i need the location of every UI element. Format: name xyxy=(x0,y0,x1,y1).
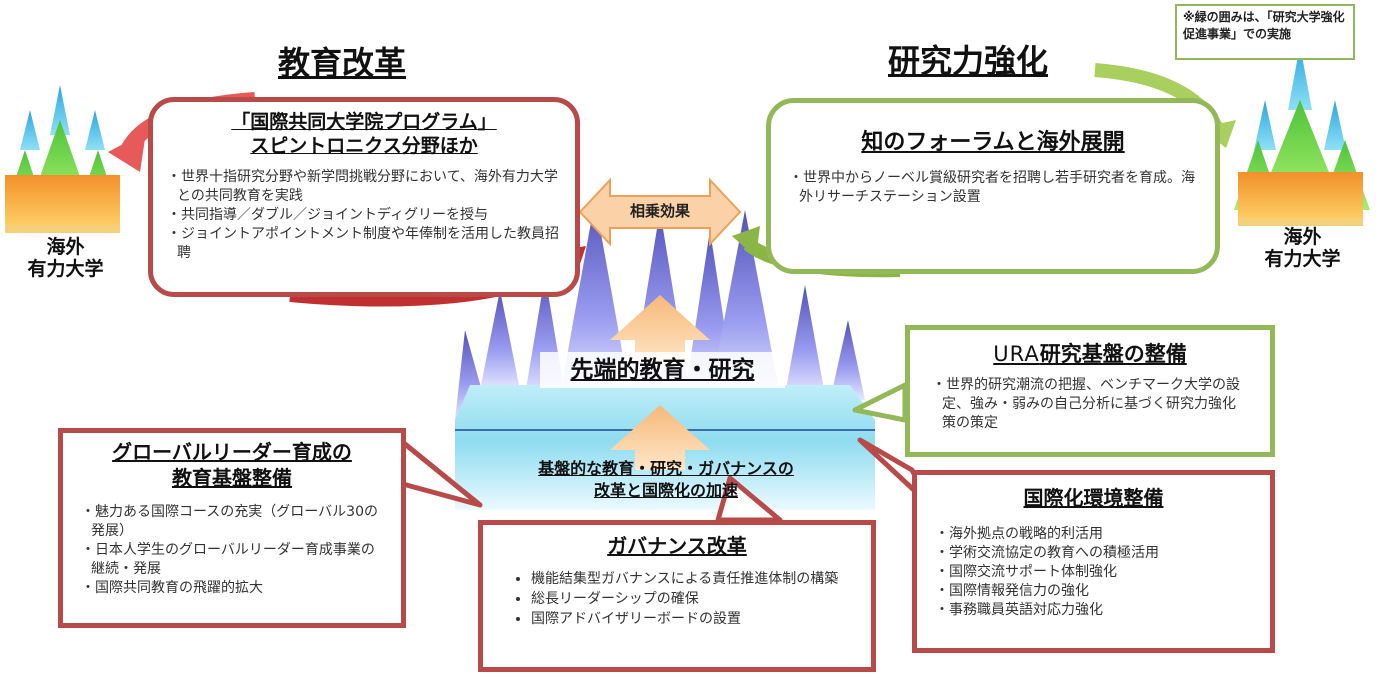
governance-box: ガバナンス改革 機能結集型ガバナンスによる責任推進体制の構築 総長リーダーシップ… xyxy=(478,520,876,672)
global-leader-list: 魅力ある国際コースの充実（グローバル30の発展） 日本人学生のグローバルリーダー… xyxy=(81,503,383,598)
list-item: 日本人学生のグローバルリーダー育成事業の継続・発展 xyxy=(81,541,383,579)
right-university-line1: 海外 xyxy=(1283,226,1322,248)
ura-box: URA研究基盤の整備 世界的研究潮流の把握、ベンチマーク大学の設定、強み・弱みの… xyxy=(905,325,1275,457)
research-title-wrapper: 研究力強化 xyxy=(870,34,1067,84)
list-item: 魅力ある国際コースの充実（グローバル30の発展） xyxy=(81,503,383,541)
list-item: 学術交流協定の教育への積極活用 xyxy=(935,544,1252,563)
list-item: 世界中からノーベル賞級研究者を招聘し若手研究者を育成。海外リサーチステーション設… xyxy=(789,169,1197,207)
list-item: 国際共同教育の飛躍的拡大 xyxy=(81,579,383,598)
list-item: 世界十指研究分野や新学問挑戦分野において、海外有力大学との共同教育を実践 xyxy=(167,168,561,206)
list-item: ジョイントアポイントメント制度や年俸制を活用した教員招聘 xyxy=(167,225,561,263)
left-university-tree-icon xyxy=(5,85,120,233)
governance-title: ガバナンス改革 xyxy=(607,534,747,558)
governance-list: 機能結集型ガバナンスによる責任推進体制の構築 総長リーダーシップの確保 国際アド… xyxy=(495,569,859,629)
global-leader-title-line1: グローバルリーダー育成の xyxy=(112,440,352,464)
synergy-double-arrow-icon xyxy=(578,177,742,247)
green-frame-note-text: ※緑の囲みは、「研究大学強化促進事業」での実施 xyxy=(1183,10,1345,41)
education-reform-box: 「国際共同大学院プログラム」 スピントロニクス分野ほか 世界十指研究分野や新学問… xyxy=(148,97,580,297)
list-item: 海外拠点の戦略的利活用 xyxy=(935,525,1252,544)
foundation-line1: 基盤的な教育・研究・ガバナンスの xyxy=(538,459,794,478)
list-item: 事務職員英語対応力強化 xyxy=(935,601,1252,620)
advanced-education-research-label: 先端的教育・研究 xyxy=(570,357,755,383)
list-item: 共同指導／ダブル／ジョイントディグリーを授与 xyxy=(167,206,561,225)
left-university-line2: 有力大学 xyxy=(27,258,104,280)
right-university-tree-icon xyxy=(1234,45,1370,226)
list-item: 機能結集型ガバナンスによる責任推進体制の構築 xyxy=(531,569,859,589)
education-reform-list: 世界十指研究分野や新学問挑戦分野において、海外有力大学との共同教育を実践 共同指… xyxy=(167,168,561,263)
right-university-label: 海外 有力大学 xyxy=(1240,226,1365,270)
right-university-line2: 有力大学 xyxy=(1264,248,1341,270)
internationalization-box: 国際化環境整備 海外拠点の戦略的利活用 学術交流協定の教育への積極活用 国際交流… xyxy=(912,470,1275,653)
ura-title: URA研究基盤の整備 xyxy=(932,340,1248,368)
left-university-label: 海外 有力大学 xyxy=(8,236,123,280)
synergy-label: 相乗効果 xyxy=(629,202,690,220)
internationalization-title: 国際化環境整備 xyxy=(1023,486,1164,510)
list-item: 世界的研究潮流の把握、ベンチマーク大学の設定、強み・弱みの自己分析に基づく研究力… xyxy=(932,376,1248,433)
research-strengthening-title: 研究力強化 xyxy=(888,42,1049,80)
research-list: 世界中からノーベル賞級研究者を招聘し若手研究者を育成。海外リサーチステーション設… xyxy=(789,169,1197,207)
research-forum-box: 知のフォーラムと海外展開 世界中からノーベル賞級研究者を招聘し若手研究者を育成。… xyxy=(766,98,1220,274)
list-item: 国際交流サポート体制強化 xyxy=(935,563,1252,582)
list-item: 国際情報発信力の強化 xyxy=(935,582,1252,601)
program-title-line1: 「国際共同大学院プログラム」 xyxy=(231,111,497,133)
list-item: 国際アドバイザリーボードの設置 xyxy=(531,609,859,629)
ura-list: 世界的研究潮流の把握、ベンチマーク大学の設定、強み・弱みの自己分析に基づく研究力… xyxy=(932,376,1248,433)
ura-title-rest: 研究基盤の整備 xyxy=(1039,342,1187,366)
global-leader-box: グローバルリーダー育成の 教育基盤整備 魅力ある国際コースの充実（グローバル30… xyxy=(58,428,406,628)
foundation-label: 基盤的な教育・研究・ガバナンスの 改革と国際化の加速 xyxy=(470,458,862,502)
advanced-label-wrapper: 先端的教育・研究 xyxy=(540,352,785,388)
foundation-line2: 改革と国際化の加速 xyxy=(593,481,738,500)
ura-title-prefix: URA xyxy=(993,342,1040,366)
global-leader-title-line2: 教育基盤整備 xyxy=(172,466,292,490)
list-item: 総長リーダーシップの確保 xyxy=(531,589,859,609)
education-reform-title: 教育改革 xyxy=(278,44,407,82)
program-title-line2: スピントロニクス分野ほか xyxy=(250,135,478,157)
internationalization-list: 海外拠点の戦略的利活用 学術交流協定の教育への積極活用 国際交流サポート体制強化… xyxy=(935,525,1252,620)
green-frame-note: ※緑の囲みは、「研究大学強化促進事業」での実施 xyxy=(1175,4,1355,60)
up-arrow-icon xyxy=(610,295,710,470)
left-university-line1: 海外 xyxy=(46,236,85,258)
forum-title: 知のフォーラムと海外展開 xyxy=(861,130,1125,155)
